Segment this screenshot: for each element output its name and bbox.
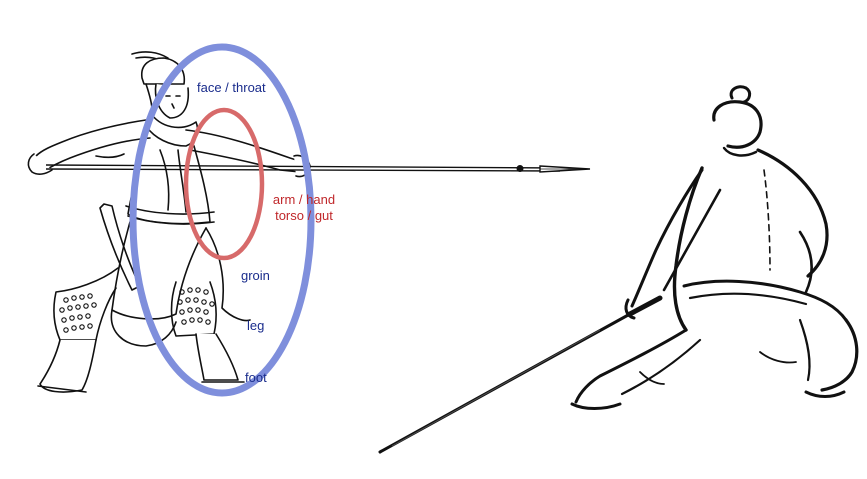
swordsman-figure [570, 85, 859, 410]
label-leg: leg [247, 318, 265, 333]
sword [378, 295, 663, 454]
inner-target-ring [183, 107, 265, 261]
outer-target-ring [129, 43, 315, 397]
label-face-throat: face / throat [197, 80, 266, 95]
label-arm-hand: arm / hand [272, 192, 336, 207]
spearman-figure [27, 51, 311, 393]
label-foot: foot [245, 370, 267, 385]
label-torso-gut: torso / gut [275, 208, 333, 223]
spear [45, 164, 591, 173]
label-groin: groin [241, 268, 270, 283]
